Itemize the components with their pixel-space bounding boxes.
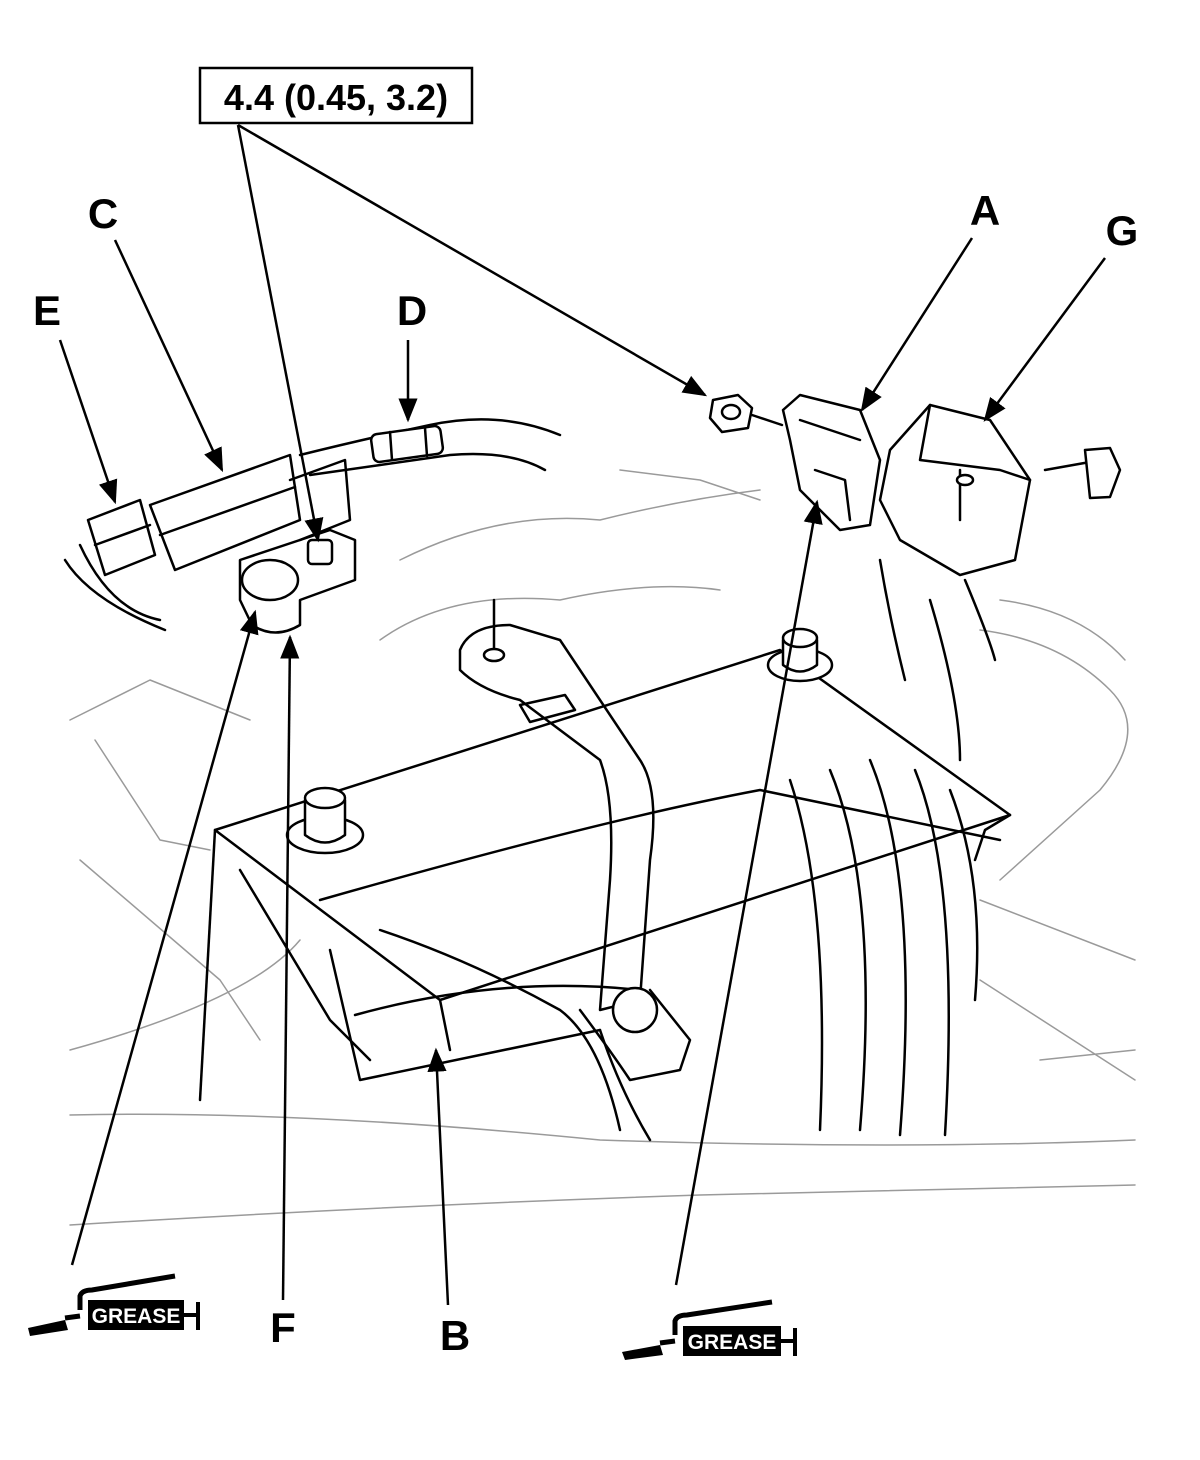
label-c: C — [88, 190, 118, 237]
grease-symbol-right: GREASE — [622, 499, 823, 1360]
leader-g — [983, 257, 1107, 422]
label-d: D — [397, 287, 427, 334]
leader-c — [113, 239, 224, 473]
grease-label-left: GREASE — [92, 1305, 181, 1328]
torque-spec-callout: 4.4 (0.45, 3.2) — [198, 66, 708, 543]
torque-leader-negative — [236, 124, 324, 543]
grease-label-right: GREASE — [688, 1331, 777, 1354]
engine-bay-background — [69, 469, 1136, 1226]
grease-symbol-left: GREASE — [28, 609, 259, 1336]
torque-spec-text: 4.4 (0.45, 3.2) — [224, 77, 448, 118]
torque-leader-positive — [237, 123, 708, 397]
label-e: E — [33, 287, 61, 334]
positive-terminal-assembly — [708, 393, 1122, 577]
leader-a — [860, 237, 974, 413]
negative-terminal-assembly — [63, 418, 562, 634]
grease-leader-right — [674, 499, 823, 1286]
grease-leader-left — [70, 609, 259, 1266]
callout-labels: C E D A G F B — [33, 187, 1138, 1359]
battery — [198, 627, 1012, 1102]
leader-e — [58, 339, 118, 505]
label-f: F — [270, 1304, 296, 1351]
leader-f — [280, 634, 300, 1301]
wiring-harness — [788, 558, 997, 1137]
label-a: A — [970, 187, 1000, 234]
label-g: G — [1106, 207, 1139, 254]
label-b: B — [440, 1312, 470, 1359]
hold-down-bracket — [378, 598, 692, 1142]
leader-b — [427, 1047, 450, 1306]
